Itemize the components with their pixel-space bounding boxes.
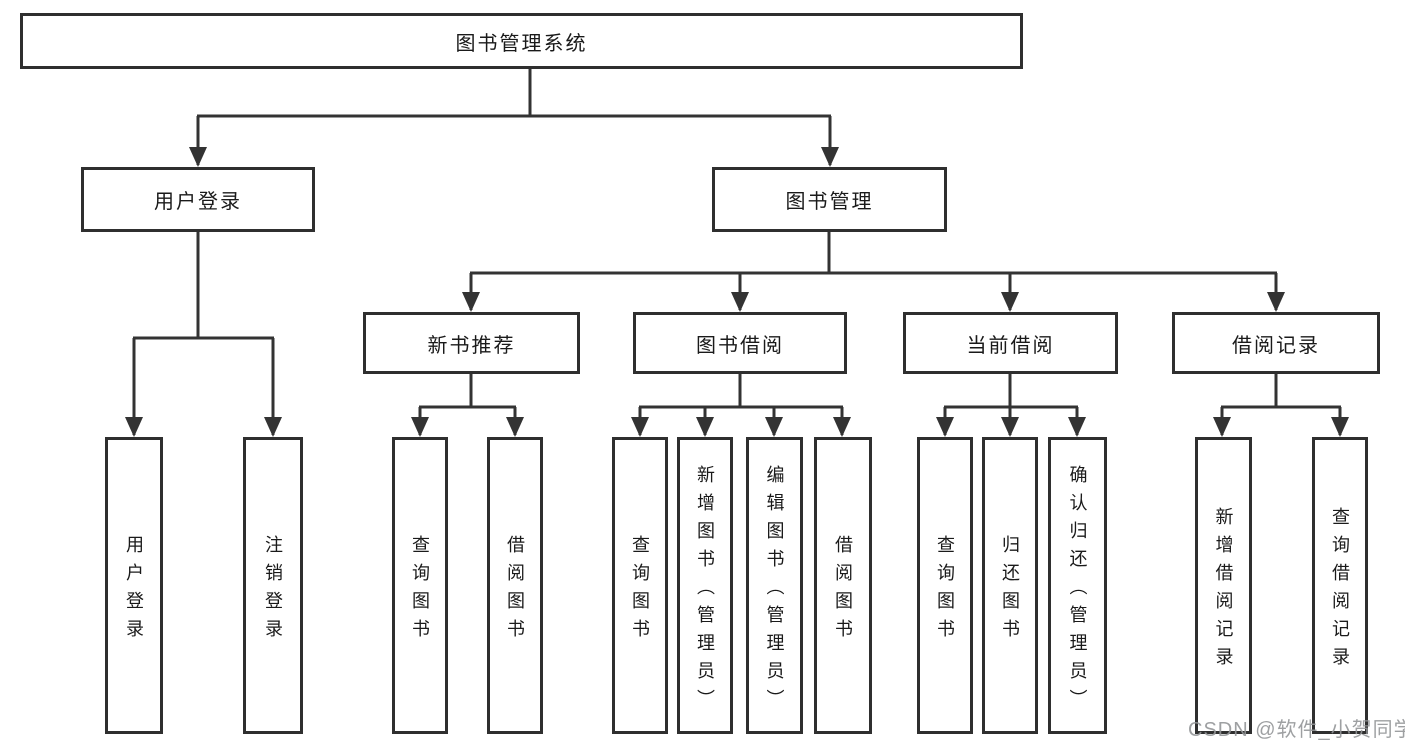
node-user-login-branch: 用户登录 xyxy=(81,167,315,232)
node-root: 图书管理系统 xyxy=(20,13,1023,69)
csdn-watermark: CSDN @软件_小贺同学 xyxy=(1188,719,1405,741)
leaf-query-books-2: 查询图书 xyxy=(612,437,668,734)
node-book-management-branch: 图书管理 xyxy=(712,167,947,232)
node-book-borrow: 图书借阅 xyxy=(633,312,847,374)
leaf-borrow-books-2: 借阅图书 xyxy=(814,437,872,734)
leaf-add-borrow-record: 新增借阅记录 xyxy=(1195,437,1252,734)
connector-root xyxy=(196,69,832,165)
connector-book-branch xyxy=(469,232,1278,310)
leaf-edit-books-admin: 编辑图书（管理员） xyxy=(746,437,803,734)
connector-user-branch xyxy=(132,232,275,435)
node-current-borrow: 当前借阅 xyxy=(903,312,1118,374)
leaf-confirm-return-admin: 确认归还（管理员） xyxy=(1048,437,1107,734)
connector-group-recommend xyxy=(418,374,517,435)
leaf-user-login: 用户登录 xyxy=(105,437,163,734)
node-borrow-records: 借阅记录 xyxy=(1172,312,1380,374)
leaf-query-borrow-record: 查询借阅记录 xyxy=(1312,437,1368,734)
leaf-query-books-1: 查询图书 xyxy=(392,437,448,734)
leaf-query-books-3: 查询图书 xyxy=(917,437,973,734)
leaf-return-books: 归还图书 xyxy=(982,437,1038,734)
node-new-book-recommend: 新书推荐 xyxy=(363,312,580,374)
connector-group-records xyxy=(1220,374,1342,435)
leaf-logout: 注销登录 xyxy=(243,437,303,734)
arrowheads xyxy=(125,147,1349,437)
leaf-add-books-admin: 新增图书（管理员） xyxy=(677,437,733,734)
leaf-borrow-books-1: 借阅图书 xyxy=(487,437,543,734)
connector-group-borrow xyxy=(638,374,844,435)
